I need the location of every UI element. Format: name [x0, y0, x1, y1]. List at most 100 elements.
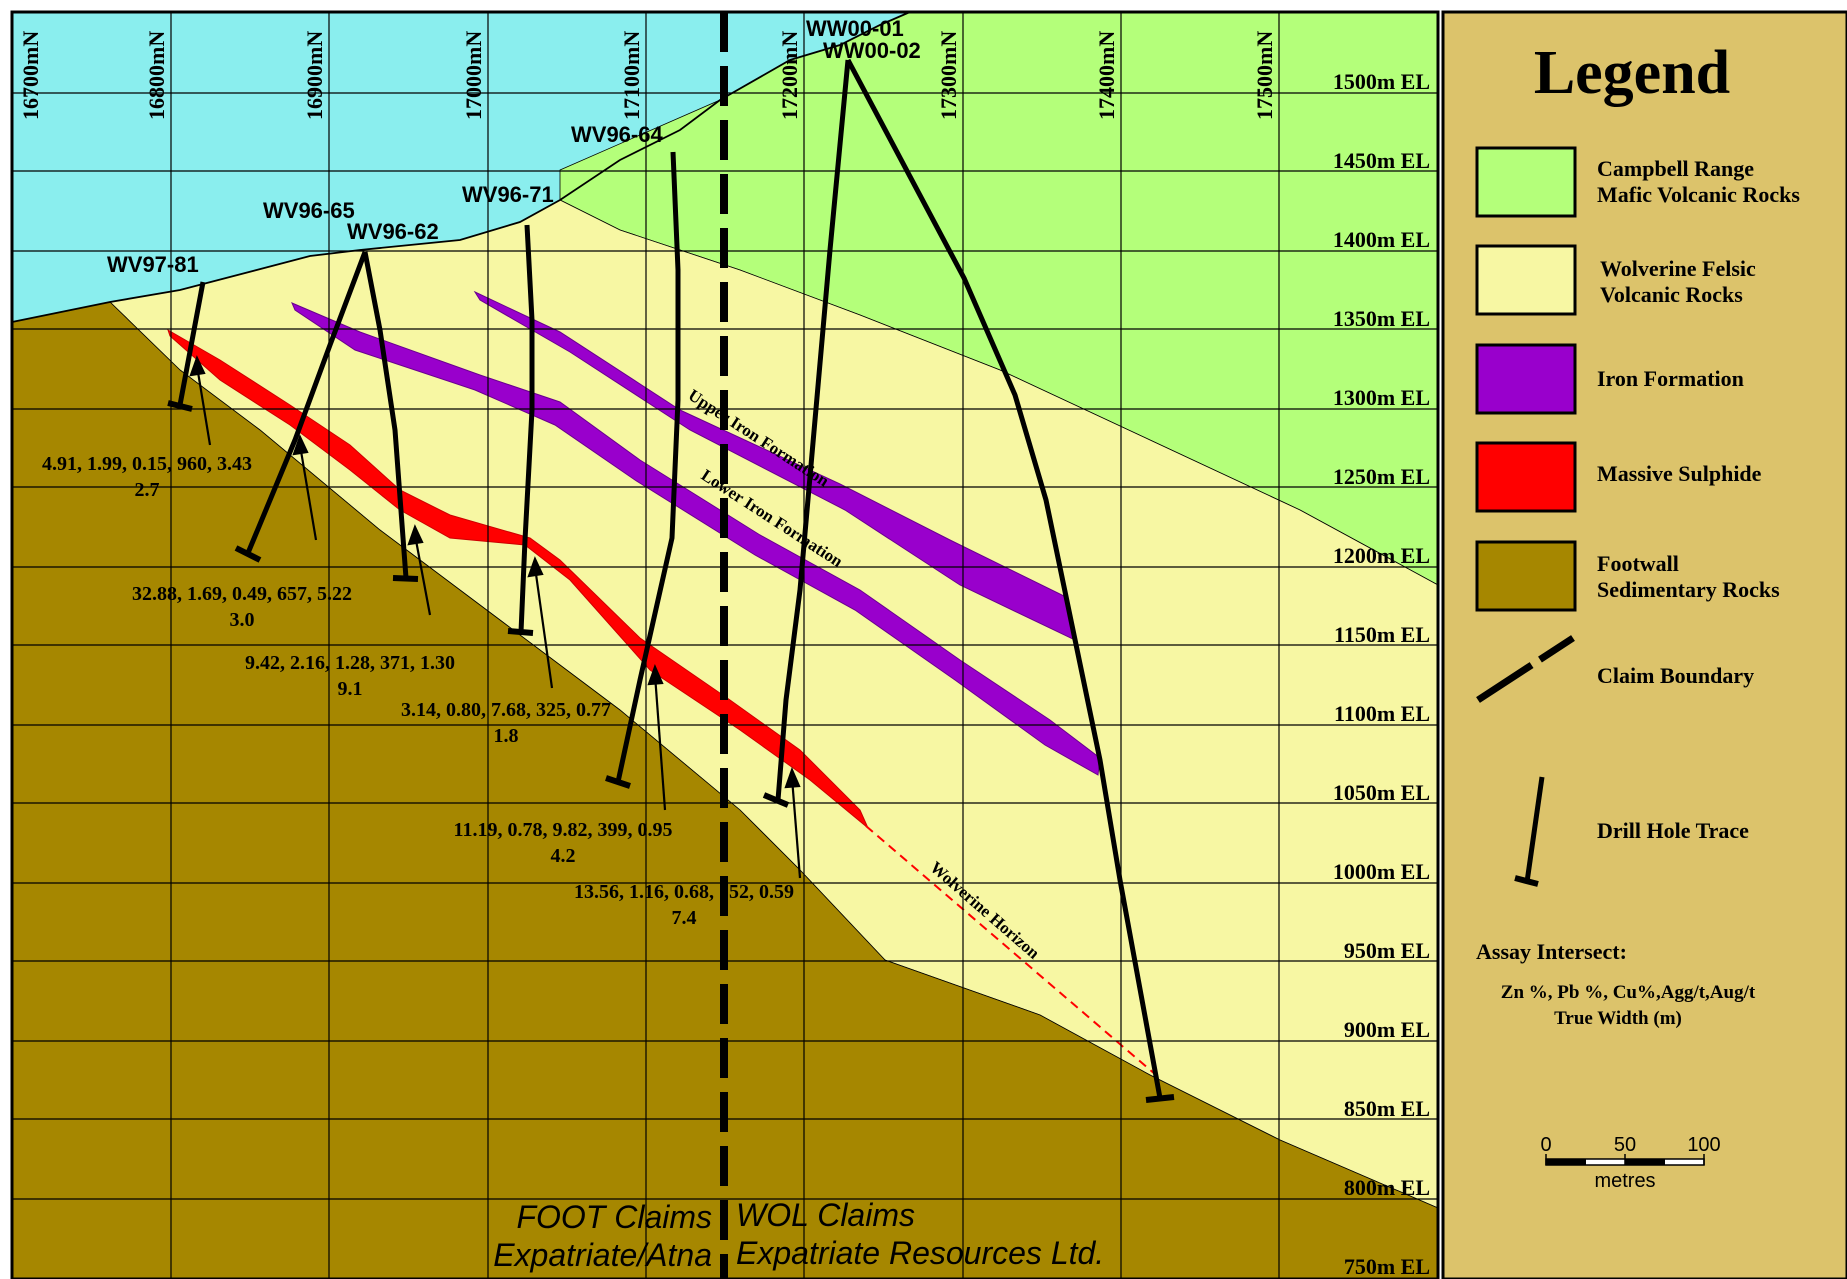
scale-unit-label: metres — [1594, 1170, 1655, 1192]
assay-arrows — [189, 355, 802, 879]
drill-hole-end-wv96-71 — [507, 628, 534, 636]
northing-label: 16900mN — [302, 31, 327, 120]
elevation-label: 1300m EL — [1333, 385, 1430, 410]
drill-hole-trace-ww00-01 — [775, 59, 851, 801]
legend-label: Claim Boundary — [1597, 663, 1754, 688]
drill-hole-trace-wv96-65 — [245, 251, 368, 554]
legend-claim-boundary-symbol — [1476, 635, 1575, 703]
legend-assay-format: Zn %, Pb %, Cu%,Agg/t,Aug/t — [1501, 982, 1756, 1003]
legend-assay-heading: Assay Intersect: — [1476, 939, 1627, 964]
elevation-label: 900m EL — [1344, 1017, 1430, 1042]
elevation-label: 1200m EL — [1333, 543, 1430, 568]
legend-swatch-footwall — [1475, 540, 1577, 612]
northing-label: 16700mN — [18, 31, 43, 120]
legend-label: Mafic Volcanic Rocks — [1597, 182, 1800, 207]
section-panel: 16700mN 16800mN 16900mN 17000mN 17100mN … — [10, 10, 1440, 1279]
elevation-label: 1150m EL — [1334, 622, 1430, 647]
elevation-label: 1100m EL — [1334, 701, 1430, 726]
assay-values: 11.19, 0.78, 9.82, 399, 0.95 — [454, 819, 673, 841]
legend-label: Massive Sulphide — [1597, 461, 1762, 486]
drill-holes — [167, 58, 1175, 1103]
legend-label: Iron Formation — [1597, 366, 1744, 391]
drill-hole-trace-wv96-71 — [518, 224, 535, 633]
legend-swatch-sulphide — [1475, 441, 1577, 513]
scale-bar — [1545, 1154, 1705, 1166]
drill-hole-trace-wv97-81 — [177, 281, 206, 406]
legend-label: Sedimentary Rocks — [1597, 577, 1780, 602]
legend-title: Legend — [1534, 39, 1730, 107]
legend-drill-hole-end-symbol — [1514, 875, 1539, 887]
drill-hole-trace-wv96-62 — [362, 251, 409, 579]
drill-hole-end-ww00-02 — [1145, 1094, 1175, 1103]
northing-label: 17300mN — [936, 31, 961, 120]
assay-width: 3.0 — [230, 609, 255, 631]
wol-claims-label: WOL Claims — [736, 1197, 915, 1233]
scale-tick-label: 0 — [1540, 1134, 1551, 1156]
drill-hole-end-wv96-62 — [392, 575, 419, 582]
assay-values: 3.14, 0.80, 7.68, 325, 0.77 — [401, 699, 611, 721]
drill-hole-end-wv97-81 — [167, 400, 193, 412]
northing-label: 17200mN — [777, 31, 802, 120]
drill-hole-label: WV96-71 — [462, 182, 554, 207]
wol-claims-owner: Expatriate Resources Ltd. — [736, 1235, 1104, 1271]
assay-labels: 4.91, 1.99, 0.15, 960, 3.43 2.7 32.88, 1… — [42, 453, 794, 929]
scale-tick-label: 50 — [1614, 1134, 1636, 1156]
drill-hole-trace-ww00-02 — [845, 58, 1163, 1099]
legend-assay-width: True Width (m) — [1554, 1008, 1682, 1029]
assay-width: 4.2 — [551, 845, 576, 867]
northing-label: 17000mN — [461, 31, 486, 120]
drill-hole-label: WV97-81 — [107, 252, 199, 277]
northing-labels: 16700mN 16800mN 16900mN 17000mN 17100mN … — [18, 31, 1277, 120]
assay-values: 13.56, 1.16, 0.68, 152, 0.59 — [574, 881, 794, 903]
foot-claims-label: FOOT Claims — [516, 1199, 712, 1235]
elevation-label: 1250m EL — [1333, 464, 1430, 489]
legend-panel: Legend Campbell Range Mafic Volcanic Roc… — [1441, 10, 1847, 1279]
legend-label: Footwall — [1597, 551, 1679, 576]
foot-claims-owner: Expatriate/Atna — [493, 1237, 712, 1273]
elevation-label: 800m EL — [1344, 1175, 1430, 1200]
elevation-label: 1450m EL — [1333, 148, 1430, 173]
elevation-label: 1500m EL — [1333, 69, 1430, 94]
assay-width: 2.7 — [135, 479, 160, 501]
elevation-label: 1350m EL — [1333, 306, 1430, 331]
elevation-label: 1000m EL — [1333, 859, 1430, 884]
elevation-label: 1050m EL — [1333, 780, 1430, 805]
section-border — [10, 10, 1440, 1279]
elevation-label: 850m EL — [1344, 1096, 1430, 1121]
drill-hole-label: WV96-62 — [347, 219, 439, 244]
legend-drill-hole-symbol — [1524, 776, 1545, 883]
assay-width: 1.8 — [494, 725, 519, 747]
grid — [12, 12, 1438, 1279]
drill-hole-end-ww00-01 — [762, 792, 790, 808]
northing-label: 17100mN — [619, 31, 644, 120]
legend-label: Campbell Range — [1597, 156, 1754, 181]
assay-width: 9.1 — [338, 678, 363, 700]
drill-hole-labels: WV97-81 WV96-65 WV96-62 WV96-71 WV96-64 … — [107, 16, 921, 277]
elevation-label: 950m EL — [1344, 938, 1430, 963]
legend-swatch-iron — [1475, 343, 1577, 415]
legend-background — [1441, 10, 1847, 1279]
northing-label: 17500mN — [1252, 31, 1277, 120]
lower-iron-formation — [291, 302, 1101, 776]
drill-hole-trace-wv96-64 — [615, 151, 681, 783]
wolverine-horizon-line — [865, 825, 1157, 1076]
legend-swatch-mafic — [1475, 146, 1577, 218]
elevation-label: 1400m EL — [1333, 227, 1430, 252]
assay-width: 7.4 — [672, 907, 697, 929]
legend-swatch-felsic — [1475, 244, 1577, 316]
drill-hole-end-wv96-65 — [234, 545, 262, 563]
legend-label: Volcanic Rocks — [1600, 282, 1743, 307]
drill-hole-label: WW00-01 — [806, 16, 904, 41]
assay-values: 32.88, 1.69, 0.49, 657, 5.22 — [132, 583, 352, 605]
topographic-surface — [11, 11, 911, 323]
claims-labels: FOOT Claims Expatriate/Atna WOL Claims E… — [493, 1197, 1104, 1273]
northing-label: 16800mN — [144, 31, 169, 120]
assay-values: 4.91, 1.99, 0.15, 960, 3.43 — [42, 453, 252, 475]
assay-values: 9.42, 2.16, 1.28, 371, 1.30 — [245, 652, 455, 674]
northing-label: 17400mN — [1094, 31, 1119, 120]
elevation-labels: 1500m EL 1450m EL 1400m EL 1350m EL 1300… — [1333, 69, 1430, 1279]
elevation-label: 750m EL — [1344, 1254, 1430, 1279]
legend-label: Wolverine Felsic — [1600, 256, 1756, 281]
drill-hole-label: WV96-64 — [571, 122, 663, 147]
